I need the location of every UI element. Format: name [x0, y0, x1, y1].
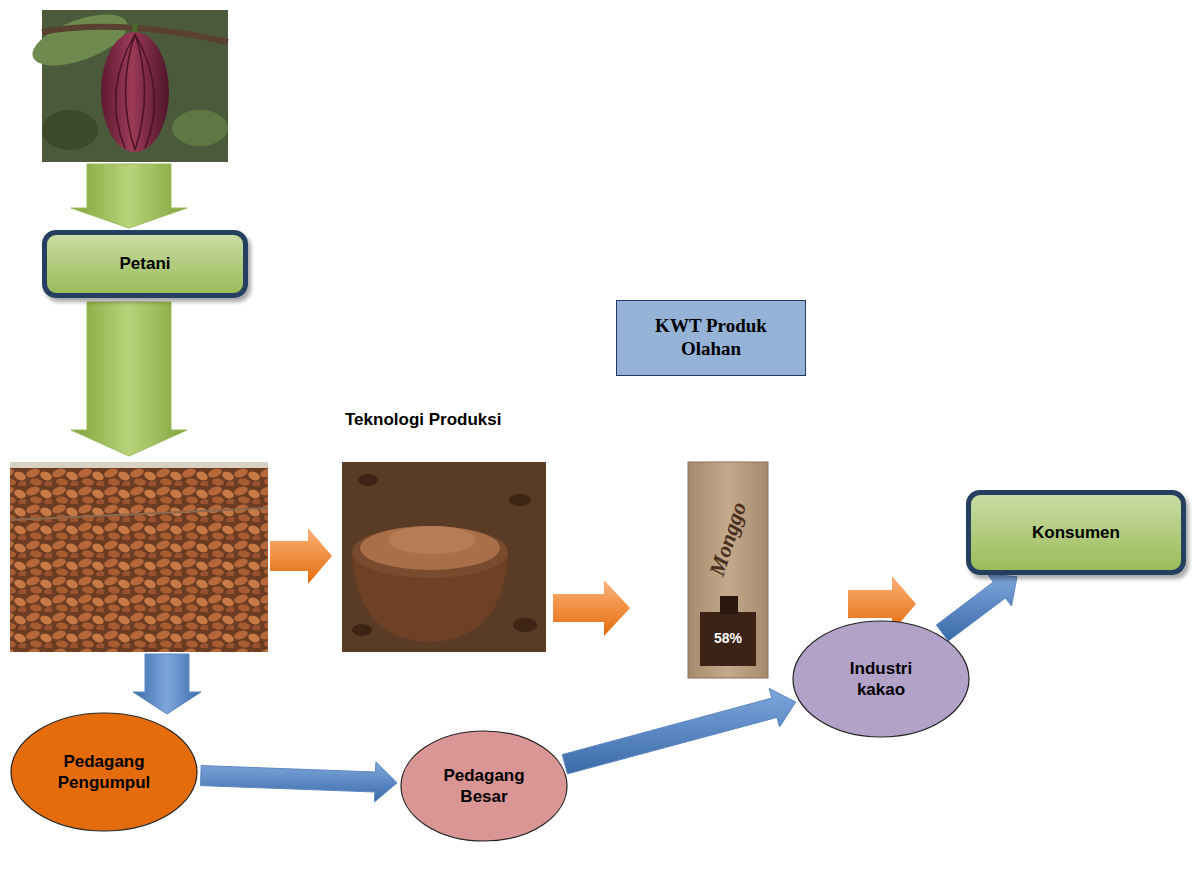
cocoa-pod-photo	[26, 4, 228, 162]
ellipse-outline	[792, 620, 970, 738]
node-label: Petani	[55, 253, 235, 274]
flow-arrow	[71, 302, 187, 456]
node-text-group: Konsumen	[979, 522, 1173, 543]
ellipse-shape	[401, 731, 567, 841]
actor-box: Konsumen	[966, 490, 1186, 575]
node-label: Konsumen	[979, 522, 1173, 543]
node-label: Pedagang Besar	[425, 765, 543, 808]
actor-ellipse: Pedagang Pengumpul	[10, 712, 198, 832]
flow-connector	[936, 574, 1017, 641]
chocolate-bar-photo	[688, 462, 768, 678]
ellipse-shape	[793, 621, 969, 737]
stage-label: Teknologi Produksi	[345, 410, 501, 430]
node-text-group: KWT Produk Olahan	[627, 315, 795, 361]
node-label: Pedagang Pengumpul	[38, 751, 170, 794]
flow-arrow	[553, 580, 630, 636]
actor-box: Petani	[42, 230, 248, 298]
flow-arrow	[71, 164, 187, 228]
actor-ellipse: Pedagang Besar	[400, 730, 568, 842]
node-label: KWT Produk Olahan	[627, 315, 795, 361]
ellipse-shape	[11, 713, 197, 831]
flow-arrow	[133, 654, 201, 714]
flow-connector	[562, 688, 796, 774]
cocoa-beans-photo	[10, 462, 268, 652]
flow-arrow	[270, 528, 332, 584]
ellipse-outline	[400, 730, 568, 842]
process-box: KWT Produk Olahan	[616, 300, 806, 376]
cocoa-powder-photo	[342, 462, 546, 652]
node-label: Industri kakao	[828, 658, 935, 701]
ellipse-outline	[10, 712, 198, 832]
node-text-group: Petani	[55, 253, 235, 274]
actor-ellipse: Industri kakao	[792, 620, 970, 738]
flow-connector	[201, 762, 398, 802]
percentage-text: 58%	[706, 630, 750, 646]
node-text-group: Industri kakao	[828, 658, 935, 701]
node-text-group: Pedagang Pengumpul	[38, 751, 170, 794]
node-text-group: Pedagang Besar	[425, 765, 543, 808]
